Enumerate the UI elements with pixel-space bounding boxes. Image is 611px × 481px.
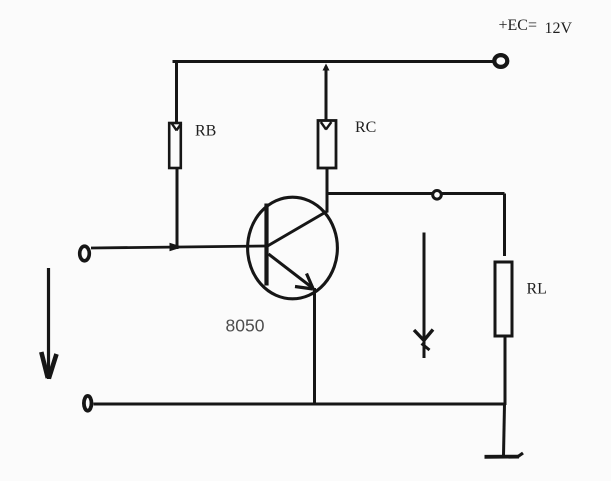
svg-text:RB: RB bbox=[195, 123, 216, 140]
svg-text:+EC=: +EC= bbox=[499, 17, 538, 34]
svg-text:RC: RC bbox=[355, 119, 376, 136]
svg-text:12V: 12V bbox=[545, 20, 573, 37]
svg-text:RL: RL bbox=[527, 281, 547, 298]
svg-text:8050: 8050 bbox=[226, 316, 265, 336]
